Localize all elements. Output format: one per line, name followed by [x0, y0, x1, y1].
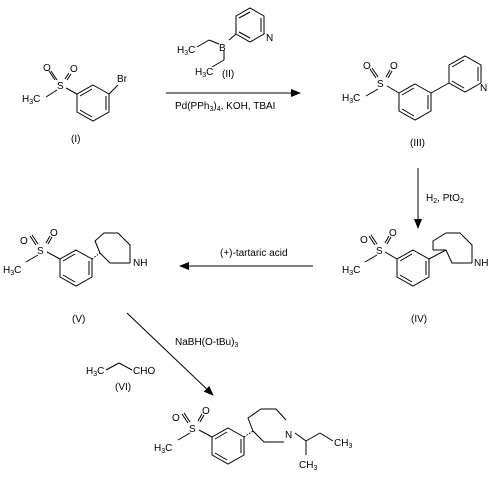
- compound-label: (I): [71, 134, 80, 145]
- methyl-group: H3C: [22, 94, 40, 106]
- sulfur-atom: S: [57, 81, 64, 92]
- reagent-label: Pd(PPh3)4, KOH, TBAI: [175, 101, 275, 113]
- amine-group: NH: [474, 258, 488, 269]
- oxygen-atom: O: [70, 64, 78, 75]
- sulfur-atom: S: [189, 424, 196, 435]
- methyl-group: H3C: [342, 265, 360, 277]
- sulfur-atom: S: [37, 246, 44, 257]
- aldehyde-group: CHO: [133, 366, 155, 377]
- oxygen-atom: O: [50, 228, 58, 239]
- compound-I: Br S O O H3C (I): [22, 63, 128, 145]
- methyl-group: CH3: [299, 460, 317, 472]
- compound-label: (III): [410, 138, 425, 149]
- methyl-group: CH3: [334, 438, 352, 450]
- benzene-ring: [76, 84, 110, 122]
- amine-group: NH: [133, 258, 147, 269]
- benzene-ring: [398, 83, 432, 121]
- reagent-label: (+)-tartaric acid: [220, 248, 288, 259]
- piperidine-ring: [247, 408, 287, 443]
- benzene-ring: [59, 249, 93, 287]
- sulfur-atom: S: [376, 246, 383, 257]
- methyl-group: H3C: [86, 366, 104, 378]
- nitrogen-atom: N: [480, 83, 487, 94]
- reaction-arrow: [126, 312, 214, 396]
- oxygen-atom: O: [202, 406, 210, 417]
- final-product: S O O N CH3 CH3 H3C: [154, 406, 352, 472]
- piperidine-ring: [94, 232, 131, 264]
- oxygen-atom: O: [20, 236, 28, 247]
- boron-atom: B: [219, 43, 226, 54]
- methyl-group: H3C: [342, 93, 360, 105]
- compound-III: S O O N H3C (III): [342, 55, 487, 149]
- oxygen-atom: O: [360, 235, 368, 246]
- methyl-group: H3C: [177, 45, 195, 57]
- methyl-group: H3C: [154, 443, 172, 455]
- oxygen-atom: O: [172, 413, 180, 424]
- reagent-label: NaBH(O-tBu)3: [175, 337, 238, 349]
- sulfur-atom: S: [377, 79, 384, 90]
- oxygen-atom: O: [390, 61, 398, 72]
- compound-label: (IV): [411, 314, 427, 325]
- compound-V: S O O NH H3C (V): [3, 228, 147, 325]
- oxygen-atom: O: [363, 61, 371, 72]
- piperidine-ring: [432, 232, 473, 264]
- compound-IV: S O O NH H3C (IV): [342, 228, 488, 325]
- reagent-label: H2, PtO2: [426, 193, 464, 205]
- benzene-ring: [396, 249, 430, 287]
- bromine-atom: Br: [117, 74, 128, 85]
- oxygen-atom: O: [43, 63, 51, 74]
- compound-VI: H3C CHO (VI): [86, 362, 155, 393]
- methyl-group: H3C: [195, 67, 213, 79]
- compound-label: (V): [72, 314, 85, 325]
- nitrogen-atom: N: [285, 430, 292, 441]
- compound-label: (VI): [115, 382, 131, 393]
- oxygen-atom: O: [389, 228, 397, 239]
- compound-label: (II): [222, 69, 234, 80]
- nitrogen-atom: N: [266, 33, 273, 44]
- pyridine-ring: [448, 55, 482, 93]
- benzene-ring: [211, 427, 245, 465]
- compound-II: B N H3C H3C (II): [177, 7, 273, 80]
- pyridine-ring: [235, 7, 265, 43]
- methyl-group: H3C: [3, 265, 21, 277]
